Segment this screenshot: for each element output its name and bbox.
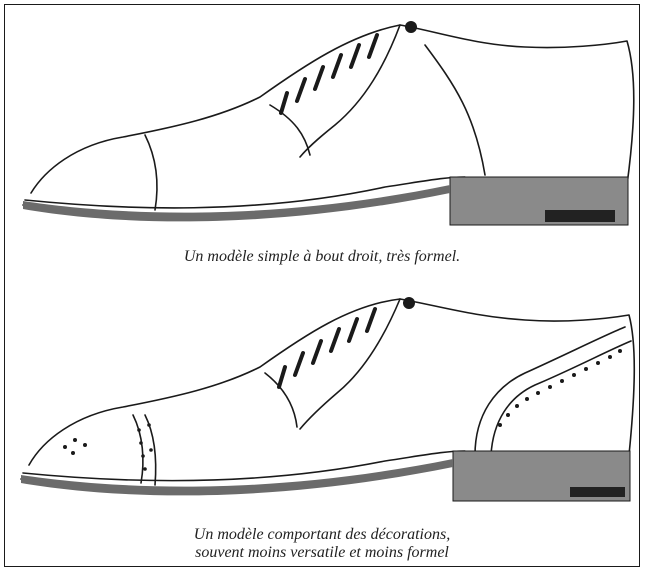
decorated-brogue-shoe-illustration — [5, 275, 641, 520]
figure-frame: Un modèle simple à bout droit, très form… — [4, 4, 640, 567]
plain-cap-toe-shoe-illustration — [5, 5, 641, 240]
caption-line: Un modèle comportant des décorations, — [5, 526, 639, 544]
caption-line: souvent moins versatile et moins formel — [5, 544, 639, 562]
caption-plain-shoe: Un modèle simple à bout droit, très form… — [5, 248, 639, 266]
caption-decorated-shoe: Un modèle comportant des décorations, so… — [5, 526, 639, 562]
caption-line: Un modèle simple à bout droit, très form… — [5, 248, 639, 266]
